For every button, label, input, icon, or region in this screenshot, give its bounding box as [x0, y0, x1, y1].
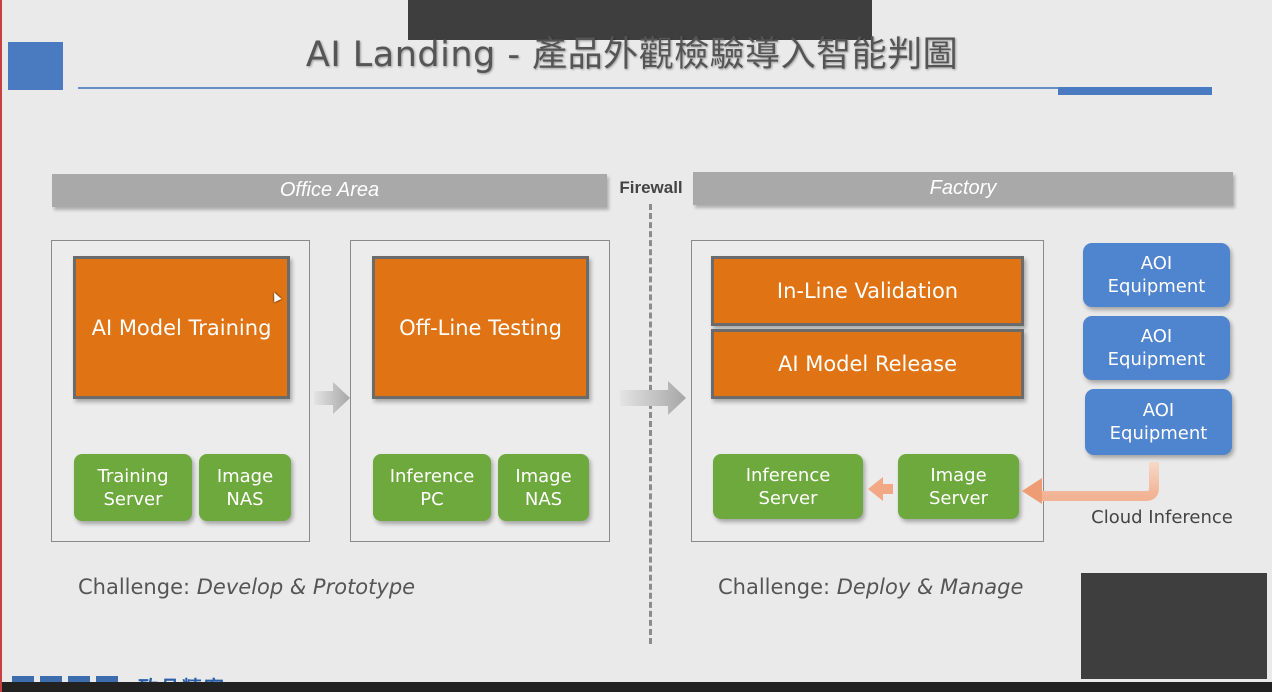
firewall-divider — [649, 204, 652, 644]
ai-model-training-box: AI Model Training — [73, 256, 290, 399]
aoi-equipment-1: AOI Equipment — [1083, 243, 1230, 307]
challenge-label-right: Challenge: — [718, 575, 837, 599]
title-accent-block — [8, 42, 63, 90]
factory-area-header: Factory — [693, 172, 1233, 205]
title-underline — [78, 87, 1212, 89]
inference-pc-box: Inference PC — [373, 454, 491, 521]
challenge-label-left: Challenge: — [78, 575, 197, 599]
cloud-inference-label: Cloud Inference — [1091, 507, 1233, 528]
aoi-equipment-3: AOI Equipment — [1085, 389, 1232, 455]
challenge-develop: Challenge: Develop & Prototype — [78, 575, 415, 599]
top-overlay-bar — [408, 0, 872, 40]
firewall-label: Firewall — [619, 178, 683, 197]
off-line-testing-box: Off-Line Testing — [372, 256, 589, 399]
image-server-box: Image Server — [898, 454, 1019, 519]
ai-model-release-box: AI Model Release — [711, 329, 1024, 399]
office-area-header: Office Area — [52, 174, 607, 207]
footer-bar — [2, 682, 1272, 692]
image-nas-box-2: Image NAS — [498, 454, 589, 521]
bottom-right-overlay — [1081, 573, 1267, 679]
arrow-training-to-testing — [314, 382, 350, 414]
arrow-office-to-factory — [620, 381, 686, 415]
aoi-equipment-2: AOI Equipment — [1083, 316, 1230, 380]
in-line-validation-box: In-Line Validation — [711, 256, 1024, 326]
challenge-deploy: Challenge: Deploy & Manage — [718, 575, 1023, 599]
image-nas-box-1: Image NAS — [199, 454, 291, 521]
challenge-value-left: Develop & Prototype — [196, 575, 416, 599]
training-server-box: Training Server — [74, 454, 192, 521]
challenge-value-right: Deploy & Manage — [836, 575, 1024, 599]
slide-title: AI Landing - 產品外觀檢驗導入智能判圖 — [305, 35, 959, 75]
inference-server-box: Inference Server — [713, 454, 863, 519]
title-underline-accent — [1058, 87, 1212, 95]
